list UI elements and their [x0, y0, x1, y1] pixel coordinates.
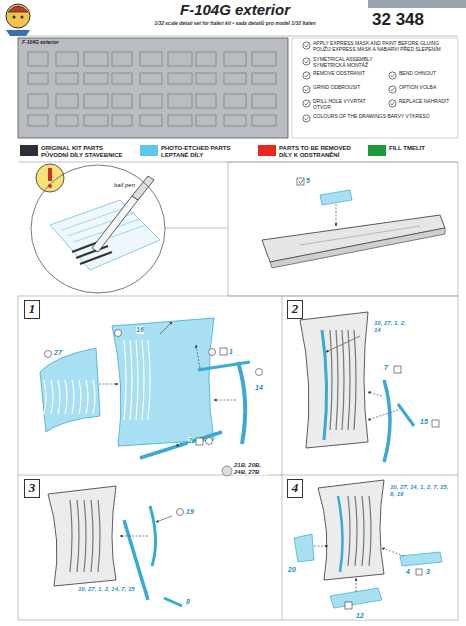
- symbol-icon: [388, 85, 397, 94]
- legend-text: PHOTO-ETCHED PARTS LEPTANÉ DÍLY: [161, 145, 250, 158]
- set-number: 32 348: [372, 11, 424, 30]
- legend-text: COLOURS OF THE DRAWINGS BARVY VÝKRESŮ: [313, 114, 452, 120]
- callout-number: 15: [420, 418, 428, 426]
- step1-parts: [40, 318, 263, 476]
- legend-entry: PHOTO-ETCHED PARTS LEPTANÉ DÍLY: [140, 145, 250, 158]
- legend-text: SYMETRICAL ASSEMBLY SYMETRICKÁ MONTÁŽ: [313, 57, 382, 68]
- step-number: 2: [292, 302, 299, 316]
- legend-text: APPLY EXPRESS MASK AND PAINT BEFORE GLUI…: [313, 41, 452, 52]
- symbol-icon: [388, 99, 397, 108]
- legend-entry: REPLACE NAHRADIT: [388, 99, 454, 108]
- callout-number: 14: [255, 384, 263, 392]
- fret-parts: [28, 52, 276, 126]
- step-number-box: 1: [24, 300, 40, 319]
- legend-entry: SYMETRICAL ASSEMBLY SYMETRICKÁ MONTÁŽ: [302, 57, 382, 68]
- legend-entry: ORIGINAL KIT PARTS PŮVODNÍ DÍLY STAVEBNI…: [20, 145, 130, 158]
- step-number-box: 3: [24, 479, 40, 498]
- legend-entry: OPTION VOLBA: [388, 85, 454, 94]
- legend-entry: REMOVE ODSTRANIT: [302, 71, 380, 80]
- wing-part: [262, 178, 445, 268]
- callout-number: 19: [186, 508, 194, 516]
- symbol-icon: [302, 41, 311, 50]
- symbol-icon: [388, 71, 397, 80]
- subtitle: 1/32 scale detail set for Italeri kit • …: [110, 21, 360, 27]
- legend-entry: PARTS TO BE REMOVED DÍLY K ODSTRANĚNÍ: [258, 145, 358, 158]
- legend-text: ORIGINAL KIT PARTS PŮVODNÍ DÍLY STAVEBNI…: [41, 145, 130, 158]
- note-text: ball pen: [114, 182, 135, 189]
- step3-parts: [48, 486, 184, 606]
- brand-bar: [368, 0, 466, 8]
- callout-number: 20: [288, 566, 296, 574]
- callout-number: 1: [229, 348, 233, 356]
- symbol-icon: [302, 99, 311, 108]
- ball-pen-detail: [36, 164, 228, 270]
- step-number: 4: [292, 481, 299, 495]
- step-number: 1: [29, 302, 36, 316]
- legend-entry: APPLY EXPRESS MASK AND PAINT BEFORE GLUI…: [302, 41, 452, 52]
- circle-outline: [30, 164, 166, 294]
- step-number-box: 2: [287, 300, 303, 319]
- panel-slats: [44, 330, 371, 572]
- callout-number: 16: [136, 326, 144, 334]
- legend-entry: DRILL HOLE VYVRTAT OTVOR: [302, 99, 380, 110]
- color-swatch: [140, 145, 158, 156]
- callout-number: 3: [426, 568, 430, 576]
- legend-entry: COLOURS OF THE DRAWINGS BARVY VÝKRESŮ: [302, 114, 452, 123]
- callout-number: 12: [356, 612, 364, 620]
- callout-number: 4: [406, 568, 410, 576]
- sheet-title: F-104G exterior: [110, 2, 360, 19]
- callout-number: 8: [186, 598, 190, 606]
- symbol-icon: [302, 71, 311, 80]
- legend-entry: GRIND ODBROUSIT: [302, 85, 380, 94]
- step-number-box: 4: [287, 479, 303, 498]
- legend-text: REPLACE NAHRADIT: [399, 99, 454, 105]
- color-swatch: [258, 145, 276, 156]
- callout-number: 2: [188, 437, 192, 445]
- step-number: 3: [29, 481, 36, 495]
- legend-text: BEND OHNOUT: [399, 71, 454, 77]
- fret-label: F-104G exterior: [22, 40, 59, 46]
- part-list: 21B, 20B, 24B, 27B: [234, 462, 268, 475]
- legend-text: PARTS TO BE REMOVED DÍLY K ODSTRANĚNÍ: [279, 145, 358, 158]
- fret-photo: [18, 38, 288, 138]
- color-swatch: [20, 145, 38, 156]
- callout-number: 27: [54, 349, 62, 357]
- legend-entry: BEND OHNOUT: [388, 71, 454, 80]
- symbol-icon: [302, 114, 311, 123]
- color-swatch: [368, 145, 386, 156]
- legend-text: OPTION VOLBA: [399, 85, 454, 91]
- callout-list: 10, 27, 1, 2, 14: [374, 320, 408, 333]
- detail-circle: ball pen: [30, 164, 166, 294]
- step2-parts: [300, 312, 439, 462]
- callout-number: 7: [384, 364, 388, 372]
- legend-text: REMOVE ODSTRANIT: [313, 71, 380, 77]
- step4-parts: [294, 480, 442, 609]
- legend-text: FILL TMELIT: [389, 145, 456, 152]
- symbol-icon: [302, 85, 311, 94]
- logo: [6, 4, 30, 36]
- callout-number: 5: [306, 177, 310, 185]
- legend-text: GRIND ODBROUSIT: [313, 85, 380, 91]
- symbol-icon: [302, 57, 311, 66]
- legend-text: DRILL HOLE VYVRTAT OTVOR: [313, 99, 380, 110]
- legend-entry: FILL TMELIT: [368, 145, 456, 156]
- callout-list: 10, 27, 14, 1, 2, 7, 15, 8, 19: [390, 484, 452, 497]
- callout-list: 10, 27, 1, 2, 14, 7, 15: [78, 586, 140, 593]
